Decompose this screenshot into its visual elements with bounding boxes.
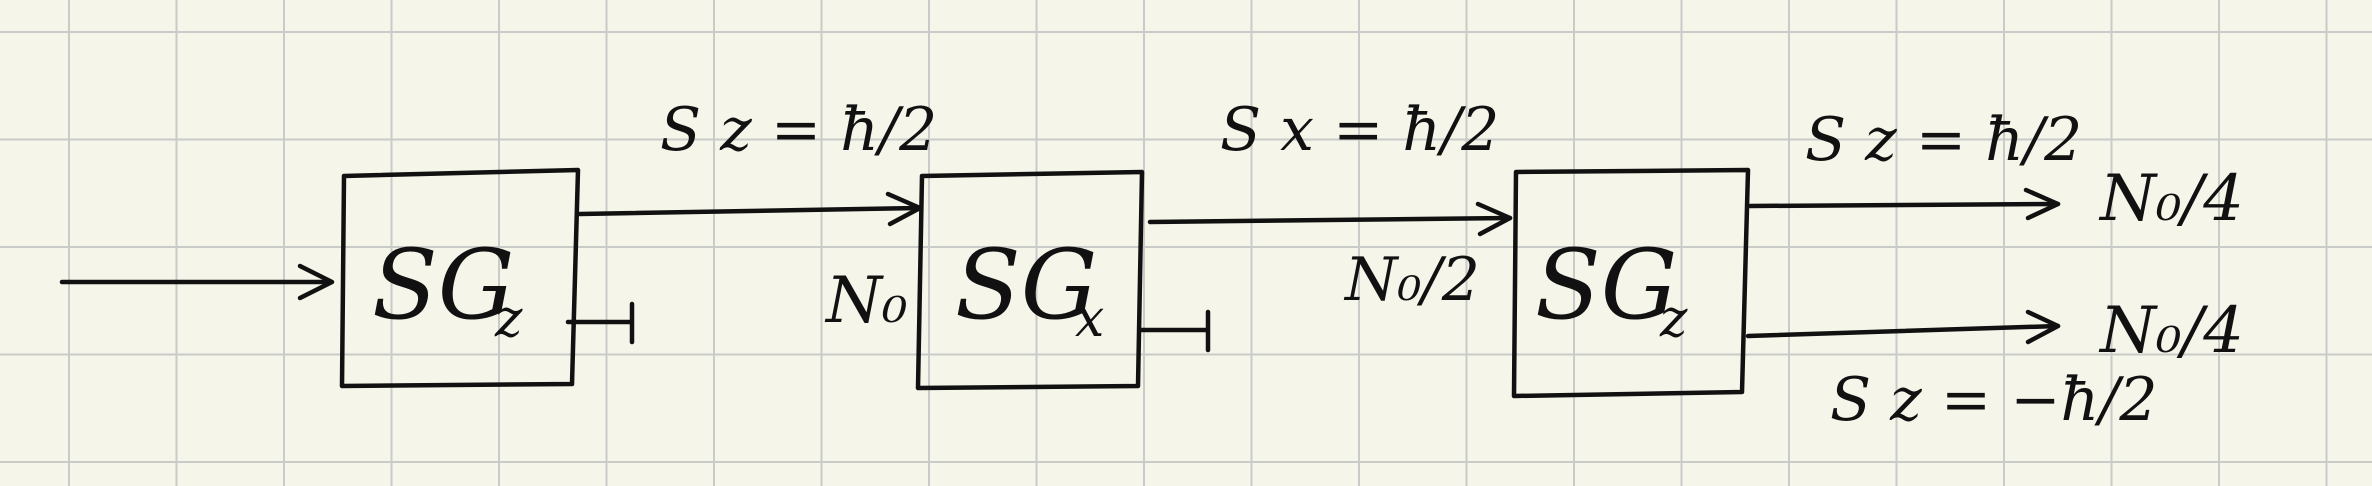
- beam-1-intensity-label: N₀: [824, 264, 908, 338]
- output-down-arrow: [1745, 309, 2061, 345]
- incoming-beam-arrow: [59, 263, 335, 301]
- output-up-state-label: S z = ħ/2: [1805, 105, 2082, 175]
- output-down-intensity-label: N₀/4: [2098, 294, 2244, 368]
- device-sg-z-2: SG z: [1511, 167, 1751, 399]
- device-sg-z-1: SG z: [339, 167, 581, 389]
- beam-1-state-label: S z = ħ/2: [660, 95, 937, 165]
- output-up-intensity-label: N₀/4: [2098, 162, 2244, 236]
- beam-2-to-3-arrow: [1147, 201, 1513, 237]
- beam-1-to-2-arrow: [577, 191, 923, 227]
- blocked-beam-2: [1137, 309, 1211, 353]
- device-sg-x: SG x: [915, 169, 1145, 391]
- device-2-main: SG: [955, 229, 1097, 341]
- beam-2-intensity-label: N₀/2: [1343, 245, 1480, 315]
- device-1-sub: z: [494, 289, 523, 349]
- device-3-sub: z: [1659, 289, 1688, 349]
- blocked-beam-1: [565, 301, 635, 345]
- device-2-sub: x: [1075, 289, 1104, 349]
- device-1-main: SG: [372, 229, 514, 341]
- output-down-state-label: S z = −ħ/2: [1830, 365, 2158, 435]
- device-3-main: SG: [1535, 229, 1677, 341]
- output-up-arrow: [1747, 187, 2061, 221]
- beam-2-state-label: S x = ħ/2: [1220, 95, 1499, 165]
